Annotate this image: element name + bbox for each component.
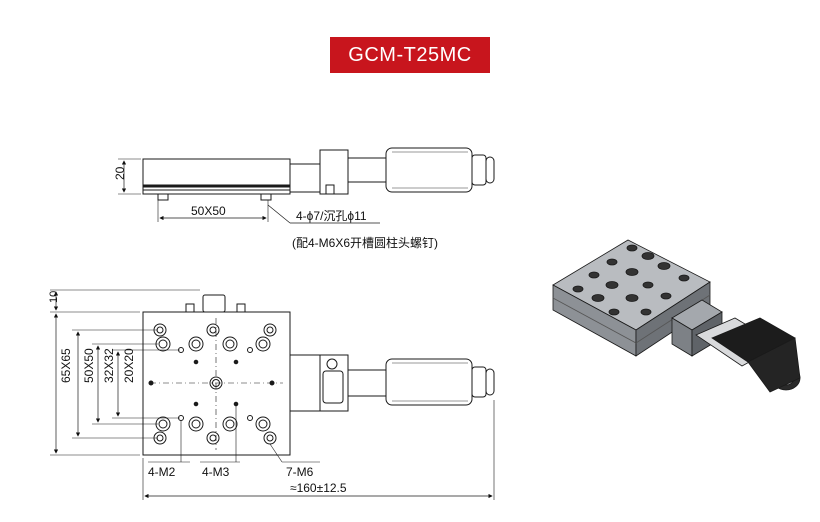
dim-65x65-label: 65X65 xyxy=(59,348,73,383)
top-micrometer-thimble xyxy=(385,358,473,406)
m3-label: 4-M3 xyxy=(202,465,230,479)
isometric-view xyxy=(552,239,801,393)
m6-label: 7-M6 xyxy=(286,465,314,479)
side-body-outline xyxy=(142,158,291,195)
side-mount-holes xyxy=(157,194,272,201)
bottom-row-holes xyxy=(153,401,277,445)
dim-20x20-label: 20X20 xyxy=(122,348,136,383)
dim-32x32-label: 32X32 xyxy=(102,348,116,383)
mount-dim-label: 50X50 xyxy=(191,204,226,218)
side-micrometer-thimble xyxy=(385,147,473,193)
top-row-holes xyxy=(153,323,277,365)
top-view xyxy=(50,289,495,500)
m2-label: 4-M2 xyxy=(148,465,176,479)
hole-note-label: 4-ϕ7/沉孔ϕ11 xyxy=(296,209,367,223)
dim-50x50-label: 50X50 xyxy=(82,348,96,383)
height-dim-label: 20 xyxy=(113,166,127,180)
model-title-badge: GCM-T25MC xyxy=(330,37,490,73)
screw-note-label: (配4-M6X6开槽圆柱头螺钉) xyxy=(292,235,438,250)
dim-10-label: 10 xyxy=(48,291,60,303)
side-view xyxy=(118,147,495,224)
overall-length-label: ≈160±12.5 xyxy=(290,481,347,495)
